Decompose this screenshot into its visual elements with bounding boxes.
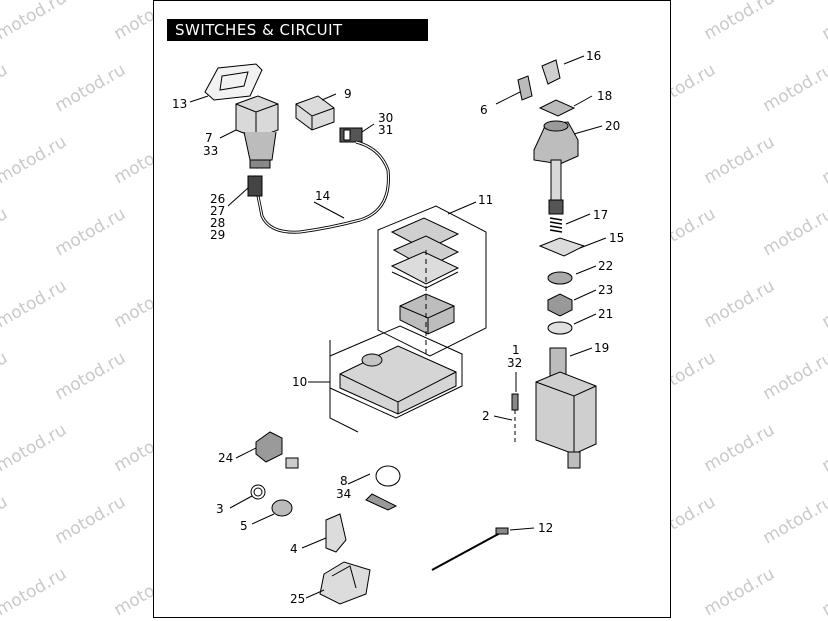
callout-19: 19	[594, 341, 609, 355]
part-2-screw	[511, 393, 519, 444]
callout-13: 13	[172, 97, 187, 111]
callout-25: 25	[290, 592, 305, 606]
part-9-relay	[295, 95, 335, 131]
callout-8: 8	[340, 474, 348, 488]
callout-16: 16	[586, 49, 601, 63]
callout-3: 3	[216, 502, 224, 516]
callout-4: 4	[290, 542, 298, 556]
callout-30: 30	[378, 111, 393, 125]
callout-18: 18	[597, 89, 612, 103]
part-3-ring	[250, 484, 266, 500]
callout-6: 6	[480, 103, 488, 117]
callout-29: 29	[210, 228, 225, 242]
callout-27: 27	[210, 204, 225, 218]
callout-34: 34	[336, 487, 351, 501]
part-4-bracket	[325, 513, 347, 553]
callout-15: 15	[609, 231, 624, 245]
callout-2: 2	[482, 409, 490, 423]
callout-7: 7	[205, 131, 213, 145]
part-17-spring	[549, 217, 563, 233]
part-12-cable	[431, 527, 509, 571]
part-8-clamp	[365, 465, 401, 511]
callout-12: 12	[538, 521, 553, 535]
callout-17: 17	[593, 208, 608, 222]
callout-22: 22	[598, 259, 613, 273]
part-26-terminal	[247, 175, 263, 197]
part-20-knob	[533, 120, 579, 215]
part-25-holder	[319, 561, 371, 605]
callout-23: 23	[598, 283, 613, 297]
callout-14: 14	[315, 189, 330, 203]
part-21-bushing	[547, 321, 573, 335]
part-7-switch-housing	[235, 95, 279, 169]
callout-33: 33	[203, 144, 218, 158]
callout-9: 9	[344, 87, 352, 101]
part-30-connector	[339, 127, 363, 143]
part-13-bracket	[204, 63, 263, 101]
part-15-plate	[538, 237, 586, 257]
diagram-title: SWITCHES & CIRCUIT BREAKERS	[167, 19, 428, 61]
part-10-breaker-tray	[329, 325, 463, 419]
part-5-knob	[271, 499, 293, 517]
part-16-key	[541, 59, 561, 85]
callout-28: 28	[210, 216, 225, 230]
part-19-switch-body	[535, 347, 597, 469]
part-14-wire-harness	[256, 140, 390, 234]
callout-5: 5	[240, 519, 248, 533]
part-24-switch	[255, 431, 299, 469]
callout-26: 26	[210, 192, 225, 206]
callout-labels: 13 7 33 9 30 31 26 27 28 29 14 11 10 16 …	[172, 49, 624, 606]
callout-1: 1	[512, 343, 520, 357]
callout-21: 21	[598, 307, 613, 321]
part-18-washer	[538, 99, 576, 117]
callout-20: 20	[605, 119, 620, 133]
part-11-circuit-breaker-stack	[377, 205, 487, 372]
part-6-clip	[517, 75, 533, 101]
callout-24: 24	[218, 451, 233, 465]
callout-31: 31	[378, 123, 393, 137]
part-22-ring	[547, 271, 573, 285]
callout-32: 32	[507, 356, 522, 370]
callout-11: 11	[478, 193, 493, 207]
callout-10: 10	[292, 375, 307, 389]
leader-lines	[189, 55, 607, 599]
part-23-rotor	[547, 293, 573, 317]
